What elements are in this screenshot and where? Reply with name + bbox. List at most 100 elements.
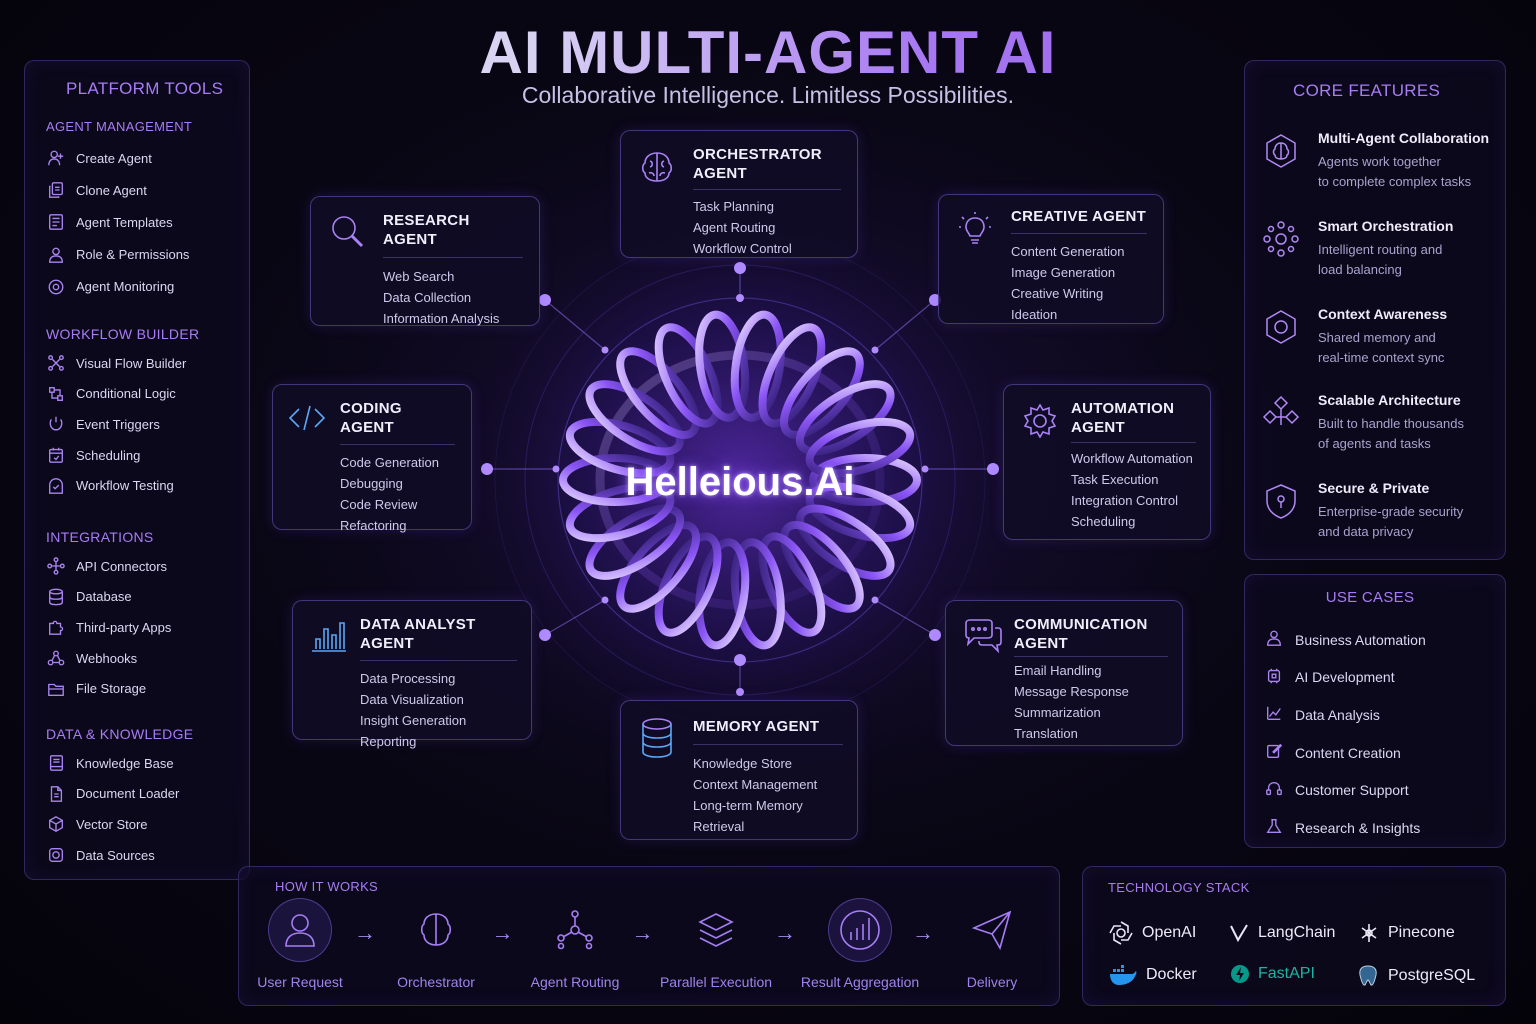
use-case-item[interactable]: AI Development xyxy=(1265,659,1495,697)
feature-description: Agents work together xyxy=(1318,154,1441,169)
hub-coil-loop xyxy=(654,323,722,428)
orchestrator-agent-card[interactable]: ORCHESTRATOR AGENT Task Planning Agent R… xyxy=(620,130,858,258)
use-case-item[interactable]: Research & Insights xyxy=(1265,809,1495,847)
tech-item: Pinecone xyxy=(1358,922,1455,944)
agent-title: MEMORY AGENT xyxy=(693,718,820,735)
sidebar-item-file-storage[interactable]: File Storage xyxy=(46,673,241,704)
sidebar-item-label: Conditional Logic xyxy=(76,386,176,402)
agent-title: COMMUNICATION xyxy=(1014,616,1148,633)
agent-capability: Retrieval xyxy=(693,819,745,834)
sidebar-item-visual-flow-builder[interactable]: Visual Flow Builder xyxy=(46,348,241,379)
tech-item: PostgreSQL xyxy=(1356,964,1475,988)
sidebar-item-scheduling[interactable]: Scheduling xyxy=(46,440,241,471)
section-title: DATA & KNOWLEDGE xyxy=(46,726,194,742)
agent-title: AUTOMATION xyxy=(1071,400,1175,417)
data-analyst-agent-card[interactable]: DATA ANALYST AGENT Data Processing Data … xyxy=(292,600,532,749)
user-icon xyxy=(46,245,66,265)
tech-label: OpenAI xyxy=(1142,924,1197,941)
hub-coil-loop xyxy=(616,347,700,439)
agent-capability: Data Collection xyxy=(383,290,472,305)
sidebar-item-agent-monitoring[interactable]: Agent Monitoring xyxy=(46,271,241,303)
use-case-item[interactable]: Data Analysis xyxy=(1265,696,1495,734)
workflow-step: Agent Routing xyxy=(495,898,655,990)
sidebar-item-role-permissions[interactable]: Role & Permissions xyxy=(46,239,241,271)
hub-label: Helleious.Ai xyxy=(625,460,855,504)
trigger-icon xyxy=(46,414,66,434)
network-icon xyxy=(1262,220,1300,263)
sidebar-item-vector-store[interactable]: Vector Store xyxy=(46,809,241,840)
workflow-step: Parallel Execution xyxy=(636,898,796,990)
use-case-label: Content Creation xyxy=(1295,744,1401,761)
ai-icon xyxy=(1265,667,1283,688)
clone-icon xyxy=(46,180,66,200)
agent-capability: Code Generation xyxy=(340,455,440,470)
sidebar-item-agent-templates[interactable]: Agent Templates xyxy=(46,206,241,238)
source-icon xyxy=(46,845,66,865)
use-case-item[interactable]: Content Creation xyxy=(1265,734,1495,772)
tech-label: PostgreSQL xyxy=(1388,967,1476,984)
automation-agent-card[interactable]: AUTOMATION AGENT Workflow Automation Tas… xyxy=(1003,384,1211,540)
trigger-icon xyxy=(49,417,63,432)
sidebar-item-webhooks[interactable]: Webhooks xyxy=(46,643,241,674)
document-icon xyxy=(46,784,66,804)
sidebar-item-create-agent[interactable]: Create Agent xyxy=(46,142,241,174)
agent-capability: Integration Control xyxy=(1071,493,1178,508)
postgresql-icon xyxy=(1356,964,1380,988)
sidebar-item-label: Workflow Testing xyxy=(76,478,174,494)
gear-icon xyxy=(1020,401,1060,446)
puzzle-icon xyxy=(46,617,66,637)
brain-icon xyxy=(404,898,468,962)
sidebar-item-conditional-logic[interactable]: Conditional Logic xyxy=(46,379,241,410)
sidebar-item-api-connectors[interactable]: API Connectors xyxy=(46,551,241,582)
use-case-item[interactable]: Customer Support xyxy=(1265,771,1495,809)
flow-icon xyxy=(48,355,64,372)
workflow-step: Result Aggregation xyxy=(780,898,940,990)
use-case-label: Customer Support xyxy=(1295,782,1409,799)
sidebar-item-document-loader[interactable]: Document Loader xyxy=(46,779,241,810)
user-icon xyxy=(49,247,63,263)
hub-coil-loop xyxy=(565,482,675,543)
search-icon xyxy=(327,211,367,256)
sidebar-item-third-party-apps[interactable]: Third-party Apps xyxy=(46,612,241,643)
use-case-label: Business Automation xyxy=(1295,631,1426,648)
tech-item: Docker xyxy=(1108,964,1197,986)
database-icon xyxy=(49,588,63,606)
branch-icon xyxy=(46,384,66,404)
how-it-works-title: HOW IT WORKS xyxy=(275,879,379,894)
test-icon xyxy=(49,477,63,494)
sidebar-item-knowledge-base[interactable]: Knowledge Base xyxy=(46,748,241,779)
user-icon xyxy=(268,898,332,962)
sidebar-item-event-triggers[interactable]: Event Triggers xyxy=(46,409,241,440)
coding-agent-card[interactable]: CODING AGENT Code Generation Debugging C… xyxy=(272,384,472,533)
communication-agent-card[interactable]: COMMUNICATION AGENT Email Handling Messa… xyxy=(945,600,1183,746)
hub-core: Helleious.Ai xyxy=(540,300,940,700)
tech-label: Pinecone xyxy=(1388,924,1455,941)
arrow-right-icon: → xyxy=(631,920,654,945)
feature-description: Enterprise-grade security xyxy=(1318,504,1464,519)
connector-icon xyxy=(47,557,65,576)
sidebar-item-workflow-testing[interactable]: Workflow Testing xyxy=(46,470,241,501)
use-case-label: Research & Insights xyxy=(1295,819,1421,836)
sidebar-item-label: Knowledge Base xyxy=(76,755,174,771)
sidebar-item-data-sources[interactable]: Data Sources xyxy=(46,840,241,871)
sidebar-item-label: File Storage xyxy=(76,681,147,697)
feature-title: Secure & Private xyxy=(1318,480,1430,496)
memory-agent-card[interactable]: MEMORY AGENT Knowledge Store Context Man… xyxy=(620,700,858,840)
calendar-icon xyxy=(46,445,66,465)
hub-coil-loop xyxy=(795,504,895,580)
how-it-works-panel: HOW IT WORKS xyxy=(238,866,1060,1006)
tech-item: OpenAI xyxy=(1108,920,1196,946)
research-agent-card[interactable]: RESEARCH AGENT Web Search Data Collectio… xyxy=(310,196,540,326)
agent-capability: Scheduling xyxy=(1071,514,1136,529)
chat-icon xyxy=(962,617,1004,660)
hub-coil-loop xyxy=(695,310,750,422)
use-case-item[interactable]: Business Automation xyxy=(1265,621,1495,659)
layers-icon xyxy=(684,898,748,962)
sidebar-item-clone-agent[interactable]: Clone Agent xyxy=(46,174,241,206)
agent-title: CODING AGENT xyxy=(340,400,402,436)
sidebar-item-label: Agent Templates xyxy=(76,214,173,230)
network-icon xyxy=(543,898,607,962)
creative-agent-card[interactable]: CREATIVE AGENT Content Generation Image … xyxy=(938,194,1164,324)
sidebar-item-database[interactable]: Database xyxy=(46,582,241,613)
